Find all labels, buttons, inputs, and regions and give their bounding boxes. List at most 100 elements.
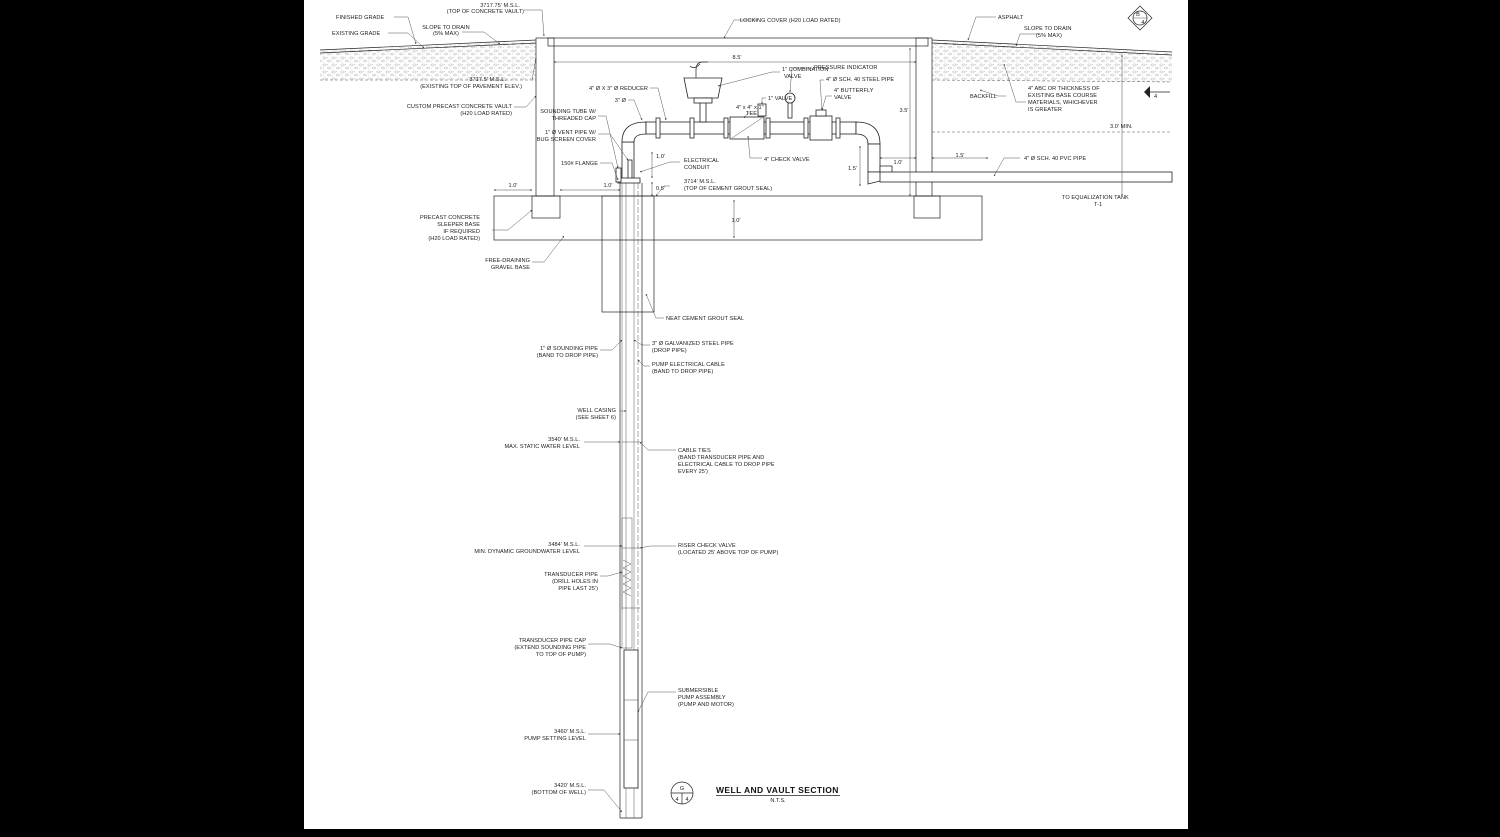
cement-grout-seal [601, 195, 655, 313]
title-block: G 4 4 WELL AND VAULT SECTION N.T.S. [670, 781, 840, 805]
label-eq-tank-2: T-1 [1094, 202, 1102, 208]
label-backfill: BACKFILL [970, 94, 997, 100]
callouts: FINISHED GRADE EXISTING GRADE SLOPE TO D… [332, 3, 1129, 796]
label-riser-2: (LOCATED 25' ABOVE TOP OF PUMP) [678, 550, 779, 556]
label-sleeper-4: (H20 LOAD RATED) [428, 236, 480, 242]
section-cut-icon: 4 [1144, 86, 1170, 100]
label-slope-right-2: (5% MAX) [1036, 33, 1062, 39]
label-gravel-2: GRAVEL BASE [491, 265, 530, 271]
label-tee-2: TEE [746, 111, 757, 117]
label-sounding-pipe-1: 1" Ø SOUNDING PIPE [540, 346, 598, 352]
vault-piping [615, 61, 1173, 185]
label-ties-2: (BAND TRANSDUCER PIPE AND [678, 455, 764, 461]
label-vault-top-elev-2: (TOP OF CONCRETE VAULT) [447, 9, 524, 15]
label-bottom-2: (BOTTOM OF WELL) [532, 790, 587, 796]
ground-surface [319, 39, 1173, 133]
label-static-2: MAX. STATIC WATER LEVEL [504, 444, 580, 450]
label-existing-grade: EXISTING GRADE [332, 31, 380, 37]
drawing-scale: N.T.S. [770, 798, 786, 804]
gravel-base [493, 195, 983, 241]
label-asphalt: ASPHALT [998, 15, 1024, 21]
label-riser-1: RISER CHECK VALVE [678, 543, 736, 549]
label-locking-cover: LOCKING COVER (H20 LOAD RATED) [740, 18, 841, 24]
dim-cover-min: 3.0' MIN. [1110, 124, 1133, 130]
label-abc-2: EXISTING BASE COURSE [1028, 93, 1097, 99]
label-static-1: 3540' M.S.L. [548, 437, 580, 443]
dim-wall-offset: 1.5' [955, 153, 964, 159]
dim-pipe-rise: 1.0' [656, 154, 665, 160]
label-vent-1: 1" Ø VENT PIPE W/ [545, 130, 596, 136]
drawing-title: WELL AND VAULT SECTION [716, 785, 839, 795]
north-letter-top: B [1136, 12, 1140, 18]
label-abc-3: MATERIALS, WHICHEVER [1028, 100, 1098, 106]
section-sheet-left: 4 [675, 797, 678, 803]
label-conduit-2: CONDUIT [684, 165, 710, 171]
label-cap-3: TO TOP OF PUMP) [536, 652, 586, 658]
label-steel-pipe: 4" Ø SCH. 40 STEEL PIPE [826, 77, 894, 83]
label-grout-elev-2: (TOP OF CEMENT GROUT SEAL) [684, 186, 772, 192]
label-cap-1: TRANSDUCER PIPE CAP [519, 638, 586, 644]
label-three-dia: 3" Ø [615, 98, 627, 104]
label-galv-pipe-2: (DROP PIPE) [652, 348, 687, 354]
label-dynamic-2: MIN. DYNAMIC GROUNDWATER LEVEL [474, 549, 580, 555]
label-gravel-1: FREE-DRAINING [485, 258, 530, 264]
label-reducer: 4" Ø X 3" Ø REDUCER [589, 86, 648, 92]
dimension-lines [493, 47, 1123, 239]
leader-lines [388, 9, 1038, 813]
label-ties-4: EVERY 25') [678, 469, 708, 475]
dim-base-thickness: 1.0' [731, 218, 740, 224]
label-ties-3: ELECTRICAL CABLE TO DROP PIPE [678, 462, 775, 468]
label-vent-2: BUG SCREEN COVER [537, 137, 596, 143]
label-sleeper-3: IF REQUIRED [443, 229, 480, 235]
label-pavement-elev-2: (EXISTING TOP OF PAVEMENT ELEV.) [420, 84, 522, 90]
butterfly-valve [809, 115, 833, 141]
drawing-sheet: 8.5' 3.5' 3.0' MIN. 1.0' 1.0' 1.0' 0.5' … [304, 0, 1188, 829]
label-galv-pipe-1: 3" Ø GALVANIZED STEEL PIPE [652, 341, 734, 347]
label-butterfly-1: 4" BUTTERFLY [834, 88, 874, 94]
label-eq-tank-1: TO EQUALIZATION TANK [1062, 195, 1129, 201]
label-cable-1: PUMP ELECTRICAL CABLE [652, 362, 725, 368]
label-casing-2: (SEE SHEET 6) [576, 415, 616, 421]
label-transducer-1: TRANSDUCER PIPE [544, 572, 598, 578]
well-vault-section-drawing: 8.5' 3.5' 3.0' MIN. 1.0' 1.0' 1.0' 0.5' … [319, 3, 1173, 819]
pvc-pipe [879, 171, 1173, 183]
dim-left-footing: 1.0' [508, 183, 517, 189]
pipe-flanges [655, 117, 841, 139]
label-pavement-elev-1: 3717.5' M.S.L. [469, 77, 506, 83]
label-setting-1: 3460' M.S.L. [554, 729, 586, 735]
dim-vault-width: 8.5' [732, 55, 741, 61]
section-cut-mark: 4 [1154, 94, 1157, 100]
label-setting-2: PUMP SETTING LEVEL [524, 736, 586, 742]
label-dynamic-1: 3484' M.S.L. [548, 542, 580, 548]
precast-concrete-vault [493, 37, 983, 313]
label-sleeper-1: PRECAST CONCRETE [420, 215, 480, 221]
dim-pvc-offset: 1.0' [893, 160, 902, 166]
locking-cover [547, 37, 929, 47]
section-sheet-right: 4 [685, 797, 688, 803]
label-transducer-3: PIPE LAST 25') [558, 586, 598, 592]
dim-vault-depth: 3.5' [899, 108, 908, 114]
label-finished-grade: FINISHED GRADE [336, 15, 384, 21]
dim-casing-offset: 1.0' [603, 183, 612, 189]
label-sounding-tube-2: THREADED CAP [552, 116, 597, 122]
label-pressure-indicator: PRESSURE INDICATOR [814, 65, 877, 71]
label-combination-valve-2: VALVE [784, 74, 802, 80]
label-sleeper-2: SLEEPER BASE [437, 222, 480, 228]
label-grout-elev-1: 3714' M.S.L. [684, 179, 716, 185]
label-pvc-pipe: 4" Ø SCH. 40 PVC PIPE [1024, 156, 1086, 162]
label-conduit-1: ELECTRICAL [684, 158, 719, 164]
north-letter-side: 4 [1141, 20, 1144, 26]
label-pump-2: PUMP ASSEMBLY [678, 695, 726, 701]
section-letter: G [680, 786, 684, 792]
label-sounding-tube-1: SOUNDING TUBE W/ [540, 109, 596, 115]
label-bottom-1: 3420' M.S.L. [554, 783, 586, 789]
label-slope-left-2: (5% MAX) [433, 31, 459, 37]
label-ties-1: CABLE TIES [678, 448, 711, 454]
label-slope-right-1: SLOPE TO DRAIN [1024, 26, 1071, 32]
label-vault-1: CUSTOM PRECAST CONCRETE VAULT [407, 104, 513, 110]
label-grout-seal: NEAT CEMENT GROUT SEAL [666, 316, 744, 322]
label-pump-3: (PUMP AND MOTOR) [678, 702, 734, 708]
label-tee-1: 4" x 4" x 1" [736, 105, 764, 111]
dim-grout-offset: 0.5' [656, 186, 665, 192]
dim-pvc-rise: 1.5' [848, 166, 857, 172]
